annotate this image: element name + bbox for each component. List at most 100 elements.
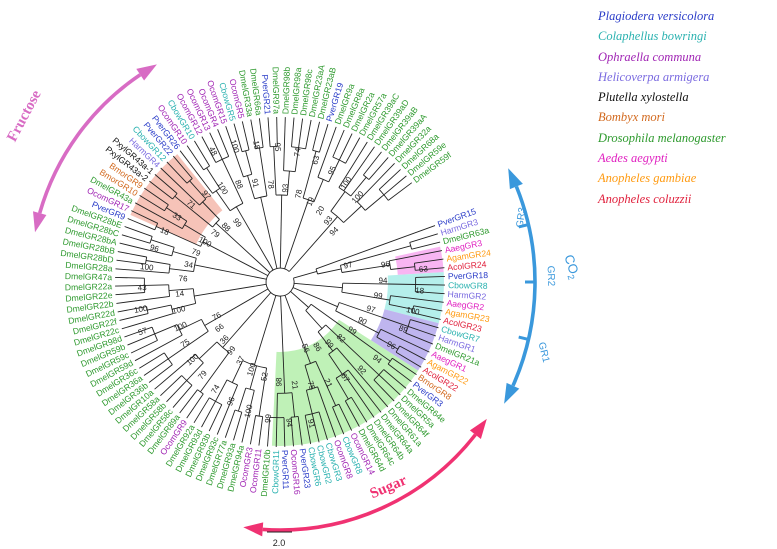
branch	[121, 313, 174, 330]
branch	[276, 393, 278, 418]
branch	[293, 270, 317, 279]
branch	[201, 401, 216, 428]
branch	[260, 197, 278, 269]
leaf-label: DmelGR97a	[271, 67, 282, 115]
branch	[373, 379, 395, 402]
bootstrap-value: 75	[179, 337, 192, 350]
branch	[283, 417, 286, 447]
branch-arc	[234, 409, 242, 413]
branch	[389, 250, 443, 262]
branch	[411, 312, 441, 320]
branch	[217, 129, 230, 157]
branch	[389, 303, 413, 310]
branch	[388, 182, 413, 201]
scale-bar-label: 2.0	[273, 538, 286, 548]
branch	[284, 199, 309, 269]
branch	[169, 268, 194, 273]
bootstrap-value: 57	[137, 326, 149, 338]
branch	[179, 150, 213, 194]
branch	[202, 201, 220, 220]
branch	[154, 354, 196, 390]
branch-arc	[170, 305, 174, 314]
branch	[276, 116, 278, 147]
branch	[342, 282, 416, 285]
branch	[338, 133, 353, 161]
gr2-label: GR2	[545, 265, 557, 286]
bootstrap-value: 63	[310, 154, 321, 166]
branch-arc	[168, 264, 171, 274]
bootstrap-value: 18	[251, 140, 261, 151]
branch	[317, 126, 337, 178]
branch-arc	[172, 193, 178, 200]
branch	[332, 129, 345, 158]
branch	[343, 373, 375, 418]
branch	[253, 295, 277, 366]
branch	[209, 132, 223, 160]
branch-arc	[338, 187, 352, 197]
bootstrap-value: 100	[184, 351, 200, 367]
bootstrap-value: 100	[405, 305, 420, 317]
branch	[267, 117, 271, 147]
bootstrap-value: 93	[281, 183, 291, 193]
branch	[415, 267, 445, 271]
bootstrap-value: 100	[140, 262, 155, 272]
bootstrap-value: 74	[292, 147, 302, 158]
branch	[186, 362, 204, 381]
branch	[415, 291, 445, 295]
bootstrap-value: 100	[228, 139, 241, 155]
branch-arc	[317, 324, 327, 333]
branch	[343, 146, 375, 191]
bootstrap-value: 88	[233, 178, 245, 190]
branch-arc	[181, 220, 188, 229]
branch	[340, 245, 411, 266]
branch	[193, 397, 210, 424]
legend-item: Bombyx mori	[598, 107, 774, 127]
branch	[284, 294, 311, 364]
branch	[172, 385, 193, 408]
branch	[115, 276, 145, 279]
branch	[325, 324, 380, 376]
branch	[186, 145, 204, 171]
bootstrap-value: 97	[343, 260, 354, 271]
bootstrap-value: 79	[196, 368, 209, 381]
branch	[127, 333, 155, 346]
branch	[258, 416, 264, 446]
leaf-label: DmelGR98a	[289, 67, 303, 115]
branch	[338, 404, 353, 431]
bootstrap-value: 100	[171, 304, 187, 316]
bootstrap-value: 34	[183, 260, 194, 271]
leaf-label: DmelGR22a	[65, 281, 113, 292]
branch	[407, 225, 436, 237]
branch	[172, 251, 197, 259]
branch	[290, 290, 309, 308]
branch	[166, 161, 188, 184]
bootstrap-value: 97	[365, 304, 377, 315]
leaf-labels: PverGR15HarmGR3DmelGR63aAaegGR3AgamGR24A…	[60, 64, 492, 497]
branch	[249, 365, 258, 390]
branch	[292, 287, 338, 308]
bootstrap-value: 94	[378, 276, 388, 285]
bootstrap-value: 37	[234, 354, 246, 366]
bootstrap-value: 56	[300, 342, 312, 354]
legend-species-name: Plagiodera versicolora	[598, 9, 715, 23]
fructose-arc-arrow	[37, 73, 142, 214]
branch	[273, 146, 277, 196]
branch	[344, 400, 360, 427]
branch-arc	[413, 263, 416, 271]
branch-arc	[254, 195, 267, 200]
fructose-clade-highlight	[130, 154, 223, 245]
bootstrap-value: 79	[209, 227, 222, 240]
fructose-arrowhead-end	[136, 64, 157, 81]
branch	[302, 151, 317, 199]
branch	[365, 264, 391, 270]
branch	[378, 169, 401, 190]
branch	[194, 283, 267, 297]
leaf-label: PverGR11	[280, 450, 291, 490]
bootstrap-value: 96	[225, 395, 237, 407]
branch	[237, 387, 247, 412]
leaf-label: HarmGR2	[447, 289, 487, 302]
branch	[139, 352, 165, 369]
branch	[179, 318, 202, 331]
co2-arrowhead-start	[508, 168, 523, 190]
